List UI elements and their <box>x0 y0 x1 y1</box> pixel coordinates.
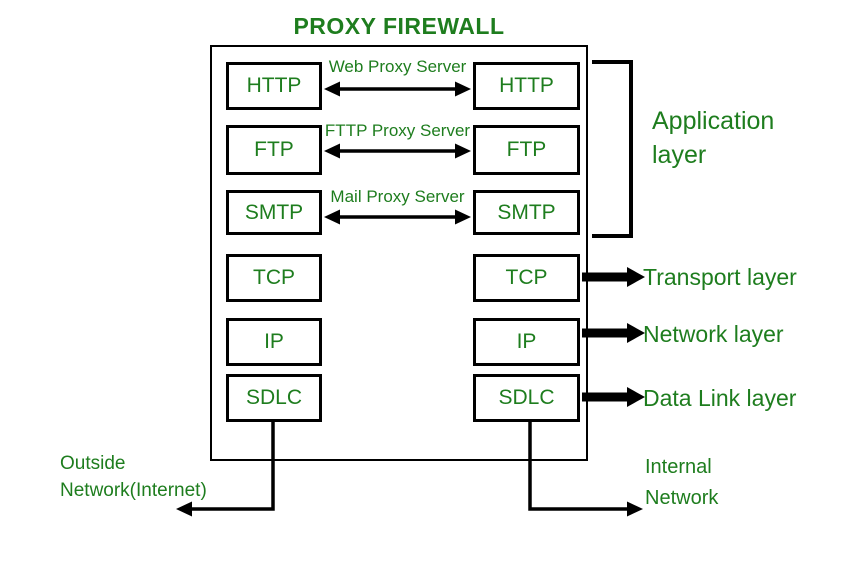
http-proxy-arrow <box>324 81 471 97</box>
left-ip-box: IP <box>226 318 322 366</box>
application-layer-bracket <box>592 60 633 238</box>
transport-layer-label: Transport layer <box>643 264 797 290</box>
fttp-proxy-server-label: FTTP Proxy Server <box>324 121 471 140</box>
internal-network-label: Internal Network <box>645 456 719 509</box>
internal-network-connector-arrow <box>528 420 643 517</box>
right-ftp-box: FTP <box>473 125 580 175</box>
network-layer-arrow <box>582 323 645 343</box>
mail-proxy-server-label: Mail Proxy Server <box>330 187 465 206</box>
smtp-proxy-arrow <box>324 209 471 225</box>
network-layer-label: Network layer <box>643 321 784 347</box>
ftp-proxy-arrow <box>324 143 471 159</box>
left-tcp-box: TCP <box>226 254 322 302</box>
firewall-boundary-box <box>210 45 588 461</box>
datalink-layer-arrow <box>582 387 645 407</box>
left-ftp-box: FTP <box>226 125 322 175</box>
right-http-box: HTTP <box>473 62 580 110</box>
transport-layer-arrow <box>582 267 645 287</box>
web-proxy-server-label: Web Proxy Server <box>328 57 467 76</box>
outside-network-label: Outside Network(Internet) <box>60 453 207 501</box>
right-smtp-box: SMTP <box>473 190 580 235</box>
left-sdlc-box: SDLC <box>226 374 322 422</box>
right-tcp-box: TCP <box>473 254 580 302</box>
right-ip-box: IP <box>473 318 580 366</box>
right-sdlc-box: SDLC <box>473 374 580 422</box>
outside-network-connector-arrow <box>176 420 275 517</box>
diagram-title: PROXY FIREWALL <box>293 13 505 39</box>
left-http-box: HTTP <box>226 62 322 110</box>
application-layer-label: Application layer <box>652 107 775 169</box>
datalink-layer-label: Data Link layer <box>643 385 797 411</box>
left-smtp-box: SMTP <box>226 190 322 235</box>
